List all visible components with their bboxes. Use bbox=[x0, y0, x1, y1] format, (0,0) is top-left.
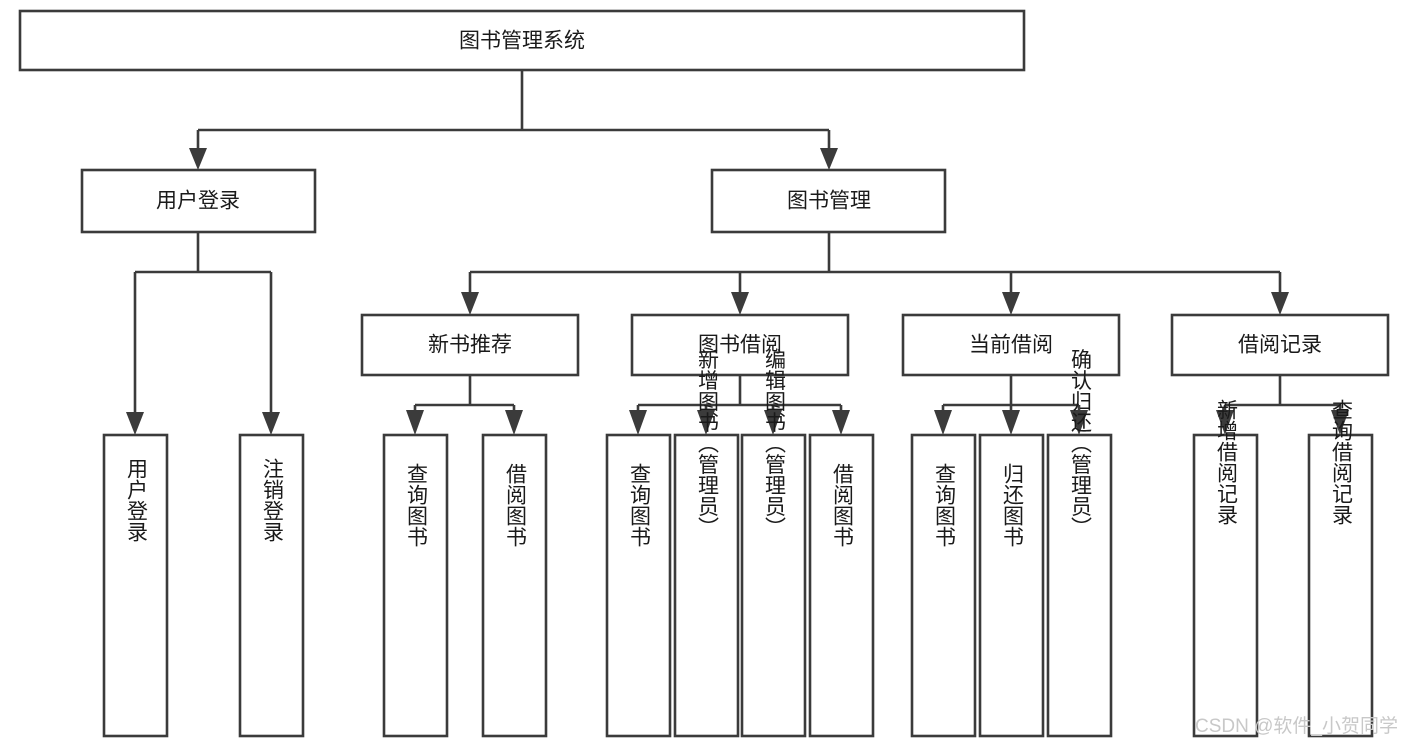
node-root-box[interactable] bbox=[18, 9, 1026, 72]
node-leaf-13[interactable]: 查询借阅记录 bbox=[1307, 399, 1374, 738]
node-leaf-3-label: 查询图书 bbox=[405, 463, 429, 547]
arrowhead-leaf-4 bbox=[505, 410, 523, 435]
node-current[interactable]: 当前借阅 bbox=[901, 313, 1121, 377]
node-leaf-5-label: 查询图书 bbox=[628, 463, 652, 547]
node-leaf-8-label: 借阅图书 bbox=[831, 463, 855, 547]
arrowhead-login bbox=[189, 148, 207, 170]
node-leaf-4-label: 借阅图书 bbox=[504, 463, 528, 547]
node-leaf-8[interactable]: 借阅图书 bbox=[808, 433, 875, 738]
node-leaf-11[interactable]: 确认归还（管理员） bbox=[1046, 349, 1113, 738]
arrowhead-newbook bbox=[461, 292, 479, 315]
node-record-label: 借阅记录 bbox=[1238, 334, 1322, 357]
node-record-box[interactable] bbox=[1170, 313, 1390, 377]
arrowhead-leaf-6 bbox=[697, 410, 715, 435]
arrowhead-current bbox=[1002, 292, 1020, 315]
node-leaf-11-box[interactable] bbox=[1046, 433, 1113, 738]
node-leaf-10[interactable]: 归还图书 bbox=[978, 433, 1045, 738]
arrowhead-borrow bbox=[731, 292, 749, 315]
node-record[interactable]: 借阅记录 bbox=[1170, 313, 1390, 377]
node-leaf-10-box[interactable] bbox=[978, 433, 1045, 738]
node-leaf-13-label: 查询借阅记录 bbox=[1330, 399, 1354, 525]
csdn-watermark: CSDN @软件_小贺同学 bbox=[1195, 715, 1398, 737]
node-leaf-13-box[interactable] bbox=[1307, 433, 1374, 738]
node-leaf-4[interactable]: 借阅图书 bbox=[481, 433, 548, 738]
node-leaf-1-box[interactable] bbox=[102, 433, 169, 738]
node-leaf-6-box[interactable] bbox=[673, 433, 740, 738]
node-leaf-2[interactable]: 注销登录 bbox=[238, 433, 305, 738]
node-leaf-3[interactable]: 查询图书 bbox=[382, 433, 449, 738]
node-leaf-5[interactable]: 查询图书 bbox=[605, 433, 672, 738]
node-leaf-1-label: 用户登录 bbox=[125, 458, 149, 542]
node-leaf-2-label: 注销登录 bbox=[261, 458, 285, 542]
arrowhead-leaf-5 bbox=[629, 410, 647, 435]
connectors-group bbox=[126, 70, 1349, 435]
arrowhead-leaf-8 bbox=[832, 410, 850, 435]
node-borrow-box[interactable] bbox=[630, 313, 850, 377]
arrowhead-record bbox=[1271, 292, 1289, 315]
arrowhead-leaf-12 bbox=[1216, 410, 1234, 435]
node-bookmgmt-box[interactable] bbox=[710, 168, 947, 234]
node-leaf-12-box[interactable] bbox=[1192, 433, 1259, 738]
node-root[interactable]: 图书管理系统 bbox=[18, 9, 1026, 72]
node-leaf-11-label: 确认归还（管理员） bbox=[1069, 349, 1093, 538]
node-bookmgmt-label: 图书管理 bbox=[787, 190, 871, 213]
arrowhead-leaf-9 bbox=[934, 410, 952, 435]
node-leaf-4-box[interactable] bbox=[481, 433, 548, 738]
node-leaf-12[interactable]: 新增借阅记录 bbox=[1192, 399, 1259, 738]
node-borrow-label: 图书借阅 bbox=[698, 334, 782, 357]
node-login-label: 用户登录 bbox=[156, 190, 240, 213]
node-borrow[interactable]: 图书借阅 bbox=[630, 313, 850, 377]
node-login-box[interactable] bbox=[80, 168, 317, 234]
arrowhead-leaf-7 bbox=[764, 410, 782, 435]
node-leaf-9[interactable]: 查询图书 bbox=[910, 433, 977, 738]
node-bookmgmt[interactable]: 图书管理 bbox=[710, 168, 947, 234]
arrowhead-leaf-10 bbox=[1002, 410, 1020, 435]
node-leaf-9-label: 查询图书 bbox=[933, 463, 957, 547]
arrowhead-leaf-1 bbox=[126, 412, 144, 435]
arrowhead-leaf-2 bbox=[262, 412, 280, 435]
node-leaf-8-box[interactable] bbox=[808, 433, 875, 738]
node-leaf-1[interactable]: 用户登录 bbox=[102, 433, 169, 738]
node-leaf-10-label: 归还图书 bbox=[1001, 463, 1025, 547]
node-leaf-6[interactable]: 新增图书（管理员） bbox=[673, 349, 740, 738]
node-current-label: 当前借阅 bbox=[969, 334, 1053, 357]
arrowhead-leaf-13 bbox=[1331, 410, 1349, 435]
node-leaf-2-box[interactable] bbox=[238, 433, 305, 738]
node-login[interactable]: 用户登录 bbox=[80, 168, 317, 234]
node-leaf-7-box[interactable] bbox=[740, 433, 807, 738]
arrowhead-leaf-11 bbox=[1070, 410, 1088, 435]
node-newbook-box[interactable] bbox=[360, 313, 580, 377]
node-root-label: 图书管理系统 bbox=[459, 30, 585, 53]
node-leaf-5-box[interactable] bbox=[605, 433, 672, 738]
arrowhead-bookmgmt bbox=[820, 148, 838, 170]
node-current-box[interactable] bbox=[901, 313, 1121, 377]
node-leaf-9-box[interactable] bbox=[910, 433, 977, 738]
arrowhead-leaf-3 bbox=[406, 410, 424, 435]
node-leaf-6-label: 新增图书（管理员） bbox=[696, 349, 720, 538]
node-leaf-7-label: 编辑图书（管理员） bbox=[763, 349, 787, 538]
node-leaf-7[interactable]: 编辑图书（管理员） bbox=[740, 349, 807, 738]
node-leaf-3-box[interactable] bbox=[382, 433, 449, 738]
node-newbook[interactable]: 新书推荐 bbox=[360, 313, 580, 377]
node-newbook-label: 新书推荐 bbox=[428, 334, 512, 357]
node-leaf-12-label: 新增借阅记录 bbox=[1215, 399, 1239, 525]
